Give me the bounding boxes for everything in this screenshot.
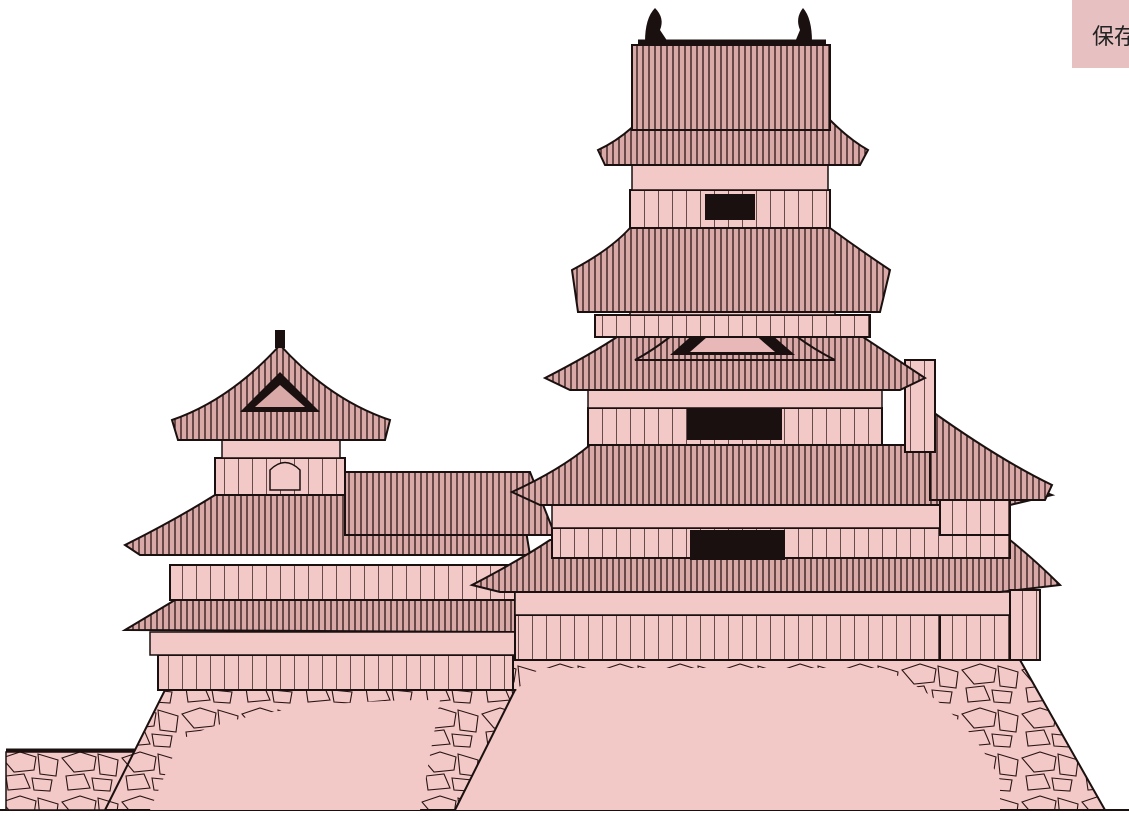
badge-label: 保存 [1092,25,1129,50]
secondary-stone-base [103,689,517,811]
main-keep [469,8,1063,661]
main-stone-base [408,659,1107,811]
preservation-badge: 保存 [1072,0,1129,68]
secondary-tower [121,330,557,691]
right-annex [939,499,1041,661]
